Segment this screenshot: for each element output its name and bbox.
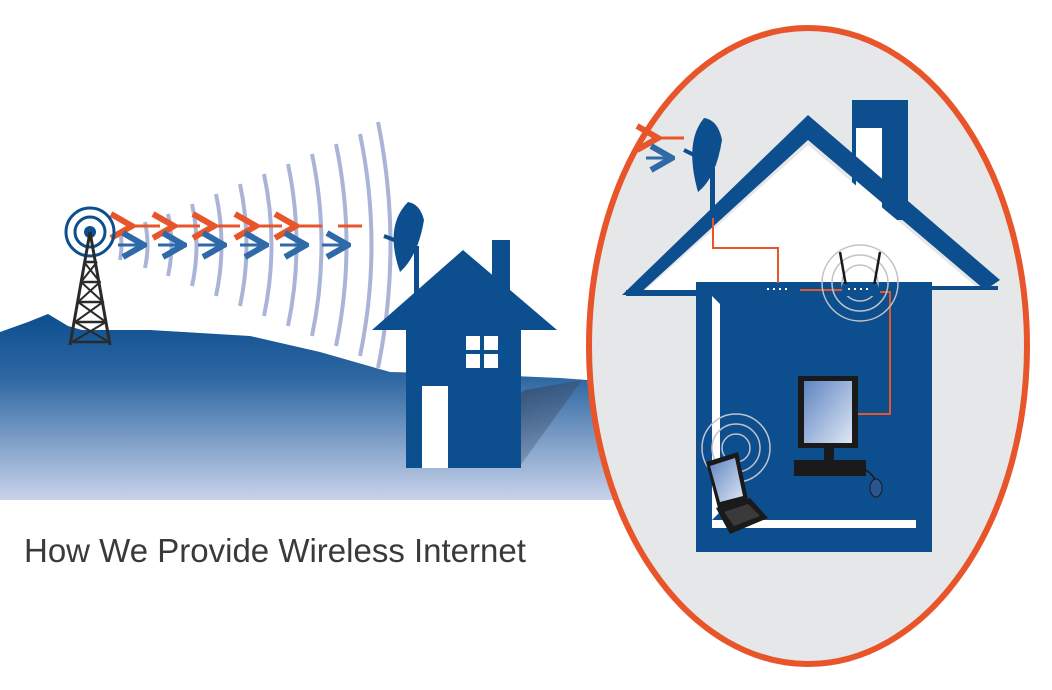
satellite-dish-icon	[383, 202, 424, 296]
zoom-view	[586, 25, 1030, 667]
network-cables	[712, 218, 891, 415]
rooftop-satellite-dish-icon	[683, 118, 722, 218]
radio-tower-icon	[64, 206, 116, 346]
signal-arrows	[118, 226, 362, 245]
wireless-router-icon	[821, 244, 899, 322]
house-window	[466, 336, 498, 368]
caption: How We Provide Wireless Internet	[24, 532, 526, 569]
house-icon	[372, 240, 557, 468]
rooftop-signal-arrows	[646, 138, 684, 158]
desktop-computer-icon	[794, 376, 866, 476]
modem-icon	[762, 283, 798, 297]
laptop-icon	[701, 413, 771, 534]
computer-mouse-icon	[849, 461, 883, 498]
